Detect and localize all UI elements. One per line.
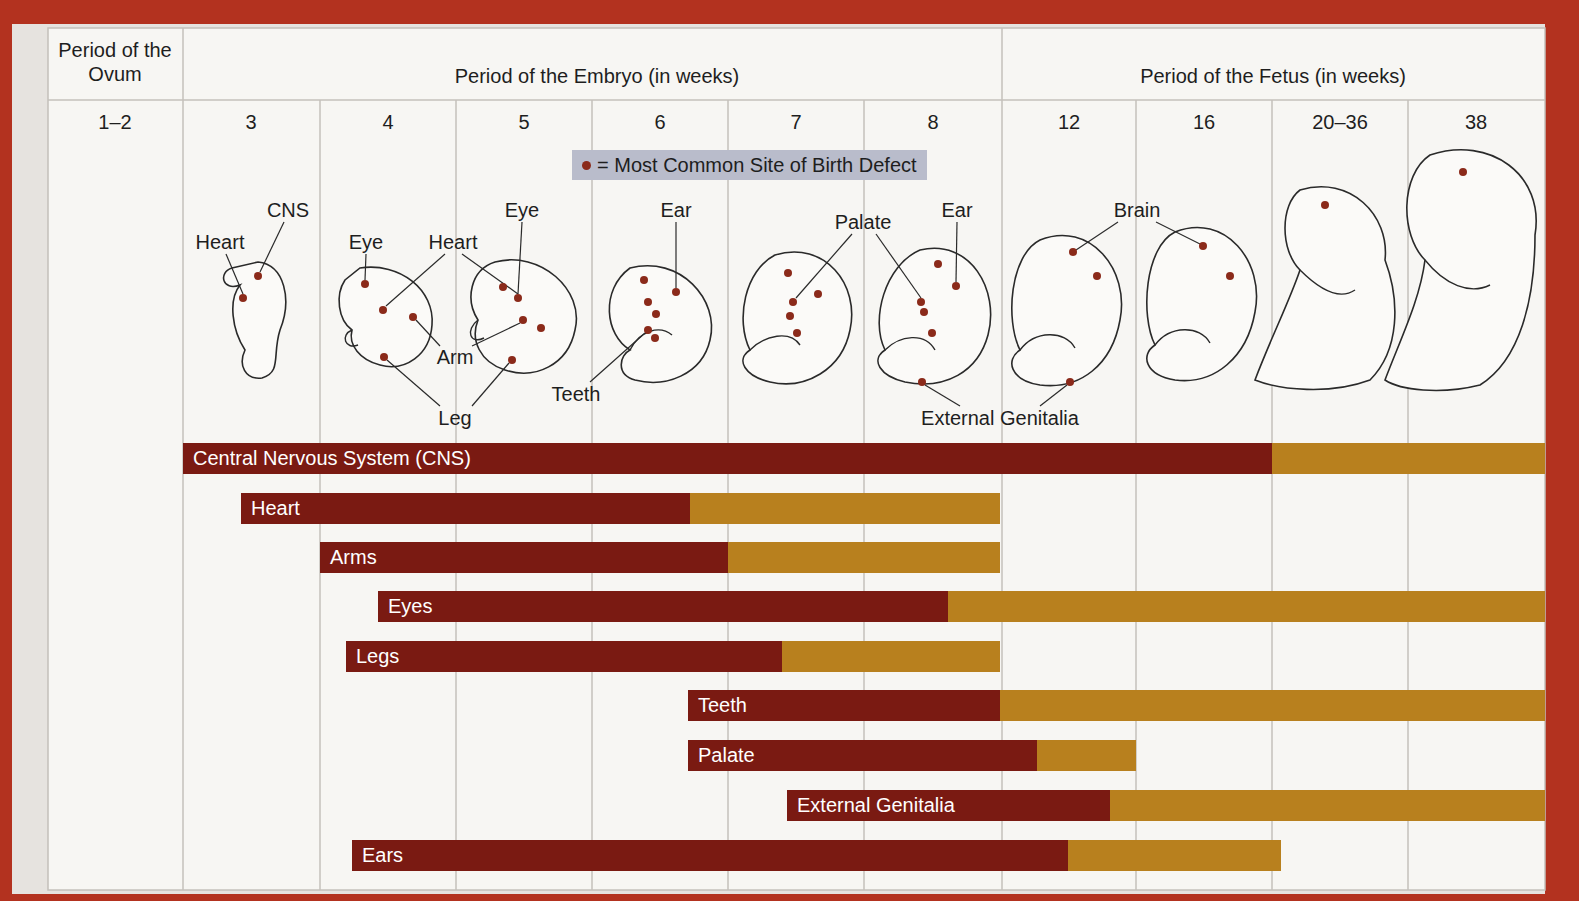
site-label: Eye <box>505 198 539 222</box>
period-bar: Legs <box>346 641 1000 672</box>
bar-label: Arms <box>320 546 377 569</box>
period-bar: Central Nervous System (CNS) <box>183 443 1545 474</box>
period-bar: Palate <box>688 740 1136 771</box>
site-label: Arm <box>437 345 474 369</box>
week-number: 20–36 <box>1312 110 1368 134</box>
week-number: 3 <box>245 110 256 134</box>
legend-dot <box>582 161 591 170</box>
bar-label: Ears <box>352 844 403 867</box>
site-label: Teeth <box>552 382 601 406</box>
week-number: 5 <box>518 110 529 134</box>
period-bar: External Genitalia <box>787 790 1545 821</box>
bar-label: Eyes <box>378 595 432 618</box>
week-number: 7 <box>790 110 801 134</box>
site-label: Leg <box>438 406 471 430</box>
period-bar: Teeth <box>688 690 1545 721</box>
period-header: Period of the Embryo (in weeks) <box>455 64 740 88</box>
site-label: Heart <box>429 230 478 254</box>
site-label: Brain <box>1114 198 1161 222</box>
week-number: 12 <box>1058 110 1080 134</box>
period-bar: Ears <box>352 840 1281 871</box>
bar-label: Central Nervous System (CNS) <box>183 447 471 470</box>
bar-label: Teeth <box>688 694 747 717</box>
week-number: 8 <box>927 110 938 134</box>
legend-box: = Most Common Site of Birth Defect <box>572 150 927 180</box>
week-number: 38 <box>1465 110 1487 134</box>
week-number: 1–2 <box>98 110 131 134</box>
site-label: Ear <box>660 198 691 222</box>
period-header: Period of the Fetus (in weeks) <box>1140 64 1406 88</box>
period-bar: Eyes <box>378 591 1545 622</box>
site-label: Heart <box>196 230 245 254</box>
bar-label: External Genitalia <box>787 794 955 817</box>
site-label: External Genitalia <box>921 406 1079 430</box>
site-label: CNS <box>267 198 309 222</box>
bar-label: Palate <box>688 744 755 767</box>
period-bar: Heart <box>241 493 1000 524</box>
period-bar: Arms <box>320 542 1000 573</box>
site-label: Palate <box>835 210 892 234</box>
site-label: Ear <box>941 198 972 222</box>
week-number: 6 <box>654 110 665 134</box>
week-number: 16 <box>1193 110 1215 134</box>
period-header: Period of the Ovum <box>55 38 175 86</box>
legend-text: = Most Common Site of Birth Defect <box>597 154 917 177</box>
bar-label: Legs <box>346 645 399 668</box>
week-number: 4 <box>382 110 393 134</box>
bar-label: Heart <box>241 497 300 520</box>
site-label: Eye <box>349 230 383 254</box>
